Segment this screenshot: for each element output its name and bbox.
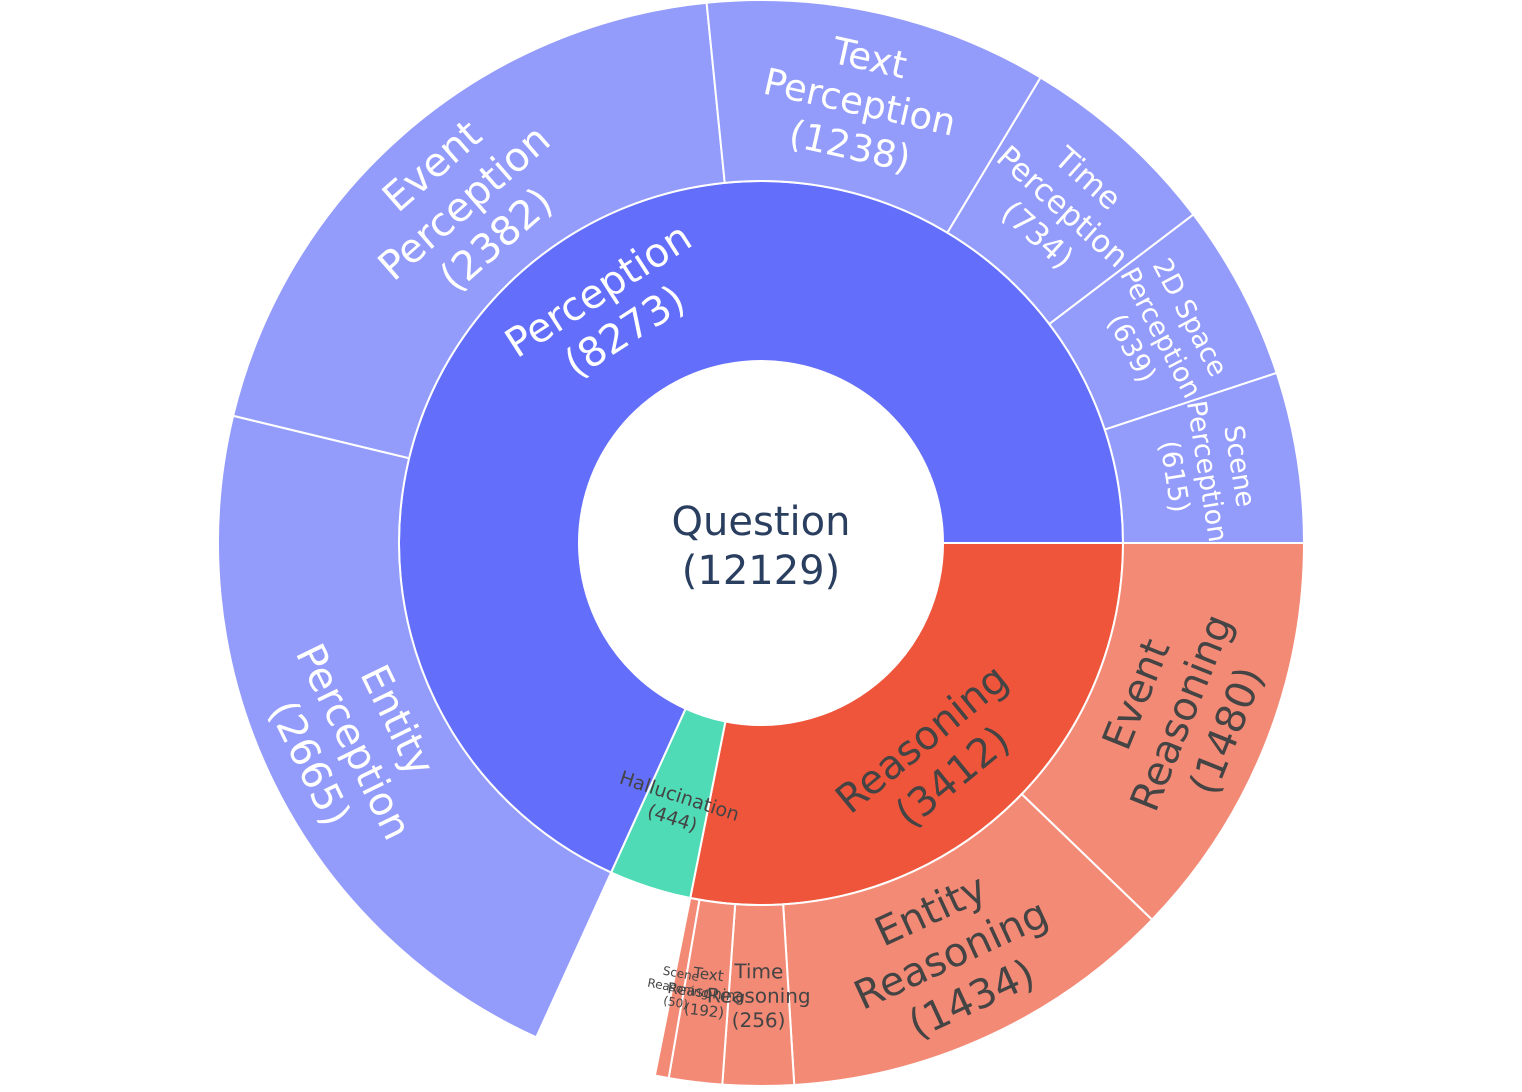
root-label-line-1: Question [672, 499, 851, 545]
label-scene-reasoning-line-1: Scene [662, 964, 701, 984]
segment-hallucination[interactable] [609, 707, 727, 900]
label-time-reasoning-line-3: (256) [732, 1008, 786, 1032]
root-label: Question(12129) [672, 499, 851, 594]
labels-layer: Question(12129)Perception(8273)EntityPer… [259, 29, 1273, 1048]
segments-layer [217, 0, 1306, 1087]
label-time-reasoning-line-2: Reasoning [707, 983, 811, 1008]
label-time-reasoning-line-1: Time [733, 959, 783, 983]
segment-event-perception[interactable] [231, 1, 726, 460]
label-text-reasoning-line-3: (192) [683, 999, 725, 1022]
root-label-line-2: (12129) [682, 548, 840, 594]
label-scene-reasoning-line-3: (50) [662, 993, 689, 1011]
label-text-reasoning: TextReasoning(192) [664, 961, 748, 1025]
root-center[interactable] [579, 361, 943, 725]
label-text-reasoning-line-1: Text [691, 964, 724, 986]
segment-entity-perception[interactable] [217, 414, 613, 1039]
